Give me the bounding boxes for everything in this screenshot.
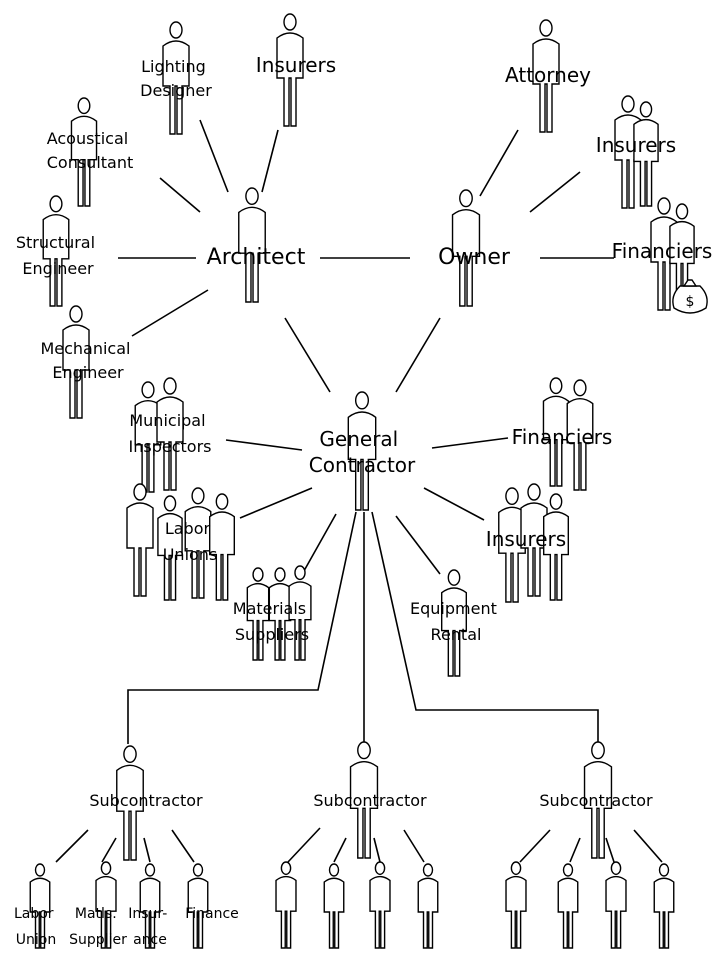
supplier-2-figure: [268, 567, 292, 661]
sub-mid-person-1-figure: [275, 861, 297, 949]
line-inspectors-gc: [225, 439, 303, 451]
sub-left-person-1-figure: [29, 863, 51, 949]
line-acoustical-architect: [159, 177, 201, 213]
sub-left-person-2-figure: [95, 861, 117, 949]
general-contractor-figure: [347, 391, 377, 511]
line-gc-sub-right: [371, 511, 599, 744]
owner-figure: [451, 189, 481, 307]
attorney-label: Attorney: [505, 63, 591, 87]
insurers-architect-label: Insurers: [256, 53, 336, 77]
subcontractor-right-label: Subcontractor: [539, 791, 653, 810]
subcontractor-mid-label: Subcontractor: [313, 791, 427, 810]
sub-mid-person-2-figure: [323, 863, 345, 949]
labor-union-label: Labor Union: [14, 906, 58, 948]
matls-supplier-label: Matls. Supplier: [69, 906, 127, 948]
people-figures: [29, 13, 695, 949]
line-architect-gc: [284, 317, 331, 393]
union-3-figure: [184, 487, 212, 599]
lighting-designer-figure: [162, 21, 190, 135]
line-subleft-3: [143, 837, 151, 863]
connectors: [55, 119, 663, 863]
labor-unions-label: Labor Unions: [163, 519, 218, 564]
money-bag-icon: $: [672, 279, 708, 314]
line-unions-gc: [239, 487, 313, 519]
sub-right-person-3-figure: [605, 861, 627, 949]
union-1-figure: [126, 483, 154, 597]
line-submid-2: [333, 837, 347, 863]
sub-left-person-3-figure: [139, 863, 161, 949]
line-subleft-4: [171, 829, 195, 863]
insurer-arch-1-figure: [276, 13, 304, 127]
architect-label: Architect: [207, 245, 306, 270]
line-subright-1: [519, 829, 551, 863]
line-gc-sub-left: [127, 511, 357, 744]
sub-right-person-4-figure: [653, 863, 675, 949]
line-insurers-gc: [423, 487, 485, 521]
line-suppliers-gc: [299, 513, 337, 579]
financiers-gc-label: Financiers: [512, 425, 613, 449]
line-equipment-gc: [395, 515, 441, 575]
equipment-renter-figure: [440, 569, 468, 677]
line-owner-gc: [395, 317, 441, 393]
municipal-inspectors-label: Municipal Inspectors: [129, 411, 212, 456]
insurers-owner-label: Insurers: [596, 133, 676, 157]
lighting-designer-label: Lighting Designer: [140, 57, 212, 100]
acoustical-consultant-label: Acoustical Consultant: [47, 129, 134, 172]
structural-engineer-label: Structural Engineer: [16, 233, 100, 278]
structural-engineer-figure: [42, 195, 70, 307]
sub-mid-person-4-figure: [417, 863, 439, 949]
subcontractor-left-label: Subcontractor: [89, 791, 203, 810]
line-submid-3: [373, 837, 381, 863]
financier-gc-2-figure: [566, 379, 594, 491]
insurance-label: Insur- ance: [128, 906, 172, 948]
supplier-3-figure: [288, 565, 312, 661]
insurer-gc-2-figure: [520, 483, 548, 597]
line-subleft-1: [55, 829, 89, 863]
attorney-figure: [532, 19, 560, 133]
sub-mid-person-3-figure: [369, 861, 391, 949]
equipment-rental-label: Equipment Rental: [410, 599, 502, 644]
insurer-gc-1-figure: [498, 487, 526, 603]
insurers-gc-label: Insurers: [486, 527, 566, 551]
union-4-figure: [208, 493, 236, 601]
subcontractor-mid-figure: [349, 741, 379, 859]
mechanical-engineer-label: Mechanical Engineer: [40, 339, 135, 382]
line-lighting-architect: [199, 119, 229, 193]
union-2-figure: [157, 495, 183, 601]
subcontractor-left-figure: [116, 745, 144, 861]
insurer-owner-2-figure: [633, 101, 659, 207]
line-submid-1: [287, 827, 321, 863]
insurer-gc-3-figure: [542, 493, 570, 601]
subcontractor-right-figure: [583, 741, 613, 859]
line-subright-4: [633, 829, 663, 863]
financier-owner-2-figure: [669, 203, 695, 309]
node-labels: Lighting Designer Insurers Attorney Acou…: [14, 53, 712, 948]
inspector-2-figure: [156, 377, 184, 491]
line-financiers-gc: [431, 437, 509, 449]
sub-left-person-4-figure: [187, 863, 209, 949]
owner-label: Owner: [438, 245, 511, 270]
finance-label: Finance: [185, 906, 239, 922]
svg-text:$: $: [686, 294, 695, 310]
line-subright-2: [569, 837, 581, 863]
materials-suppliers-label: Materials Suppliers: [233, 599, 311, 644]
line-subright-3: [605, 837, 615, 863]
line-insurers-architect: [261, 129, 279, 193]
mechanical-engineer-figure: [62, 305, 90, 419]
line-mechanical-architect: [131, 289, 209, 337]
line-submid-4: [403, 829, 425, 863]
sub-right-person-1-figure: [505, 861, 527, 949]
architect-figure: [238, 187, 266, 303]
line-subleft-2: [101, 837, 117, 863]
financiers-owner-label: Financiers: [612, 239, 713, 263]
general-contractor-label: General Contractor: [309, 427, 416, 477]
sub-right-person-2-figure: [557, 863, 579, 949]
line-attorney-owner: [479, 129, 519, 197]
acoustical-consultant-figure: [70, 97, 98, 207]
line-insurers-owner: [529, 171, 581, 213]
